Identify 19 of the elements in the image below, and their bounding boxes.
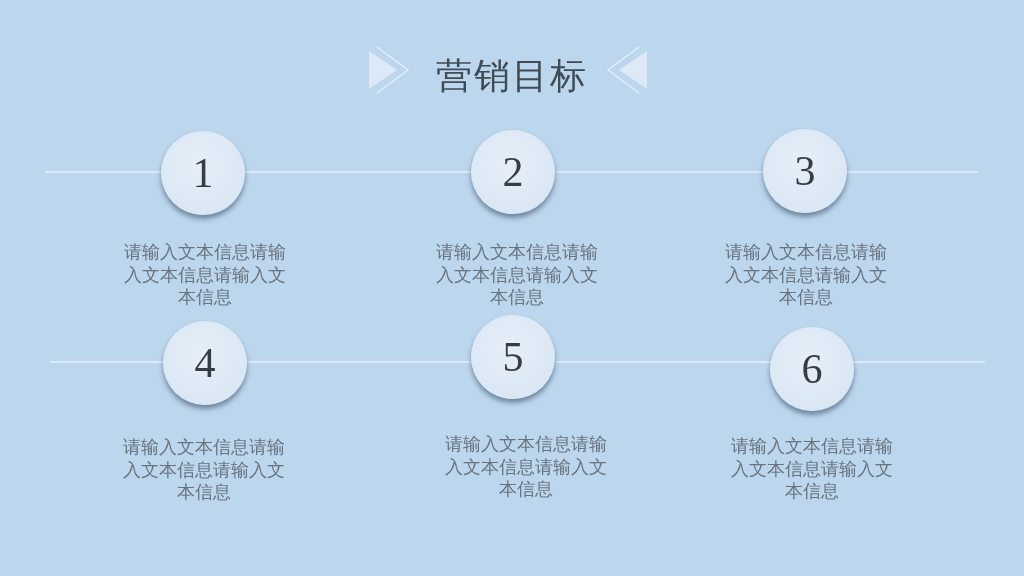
description-text: 请输入文本信息请输入文本信息请输入文本信息 — [123, 241, 287, 309]
title: 营销目标 — [436, 54, 588, 98]
step-number: 3 — [794, 148, 816, 194]
description-text: 请输入文本信息请输入文本信息请输入文本信息 — [435, 241, 599, 309]
description-text: 请输入文本信息请输入文本信息请输入文本信息 — [444, 433, 608, 501]
number-circle — [471, 315, 555, 399]
description-text: 请输入文本信息请输入文本信息请输入文本信息 — [724, 241, 888, 309]
number-circle — [161, 131, 245, 215]
description-text: 请输入文本信息请输入文本信息请输入文本信息 — [122, 436, 286, 504]
step-number: 4 — [194, 340, 216, 386]
number-circle — [770, 327, 854, 411]
number-circle — [471, 130, 555, 214]
step-number: 6 — [801, 346, 823, 392]
step-number: 5 — [502, 334, 524, 380]
number-circle — [163, 321, 247, 405]
step-number: 1 — [192, 150, 214, 196]
number-circle — [763, 129, 847, 213]
step-number: 2 — [502, 149, 524, 195]
description-text: 请输入文本信息请输入文本信息请输入文本信息 — [730, 435, 894, 503]
